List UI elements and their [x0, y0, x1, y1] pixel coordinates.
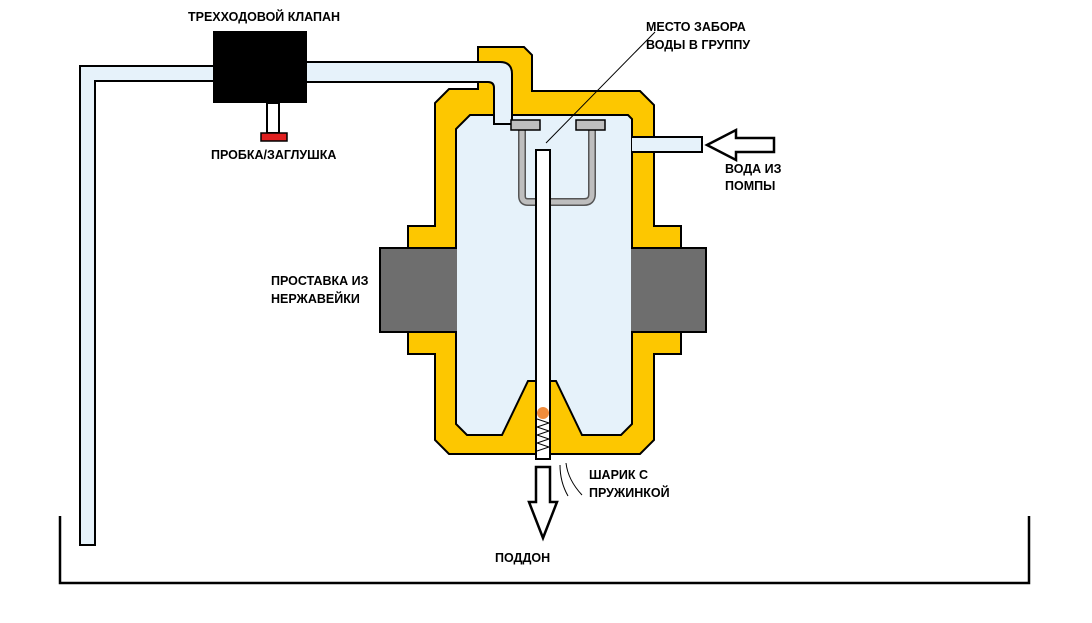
spring — [535, 418, 551, 452]
drip-tray — [58, 516, 1031, 585]
tray-label: ПОДДОН — [495, 551, 551, 565]
pump-inlet-pipe — [632, 136, 703, 153]
three-way-valve-label: ТРЕХХОДОВОЙ КЛАПАН — [188, 10, 341, 24]
ball-spring-label-line1: ШАРИК С — [589, 468, 649, 482]
drain-pipe — [79, 65, 216, 546]
valve-plug — [260, 132, 288, 142]
central-pipe — [535, 149, 551, 460]
drain-arrow — [527, 465, 559, 542]
intake-leader-line — [545, 31, 656, 144]
check-ball — [537, 407, 549, 419]
pump-water-label-line2: ПОМПЫ — [725, 179, 776, 193]
ball-spring-label-line2: ПРУЖИНКОЙ — [589, 486, 670, 500]
intake-u-tube-inner — [519, 129, 595, 205]
three-way-valve-body — [213, 31, 307, 103]
pump-water-arrow — [704, 127, 776, 163]
intake-fitting-right — [575, 119, 606, 131]
ball-spring-leader — [565, 462, 583, 496]
spacer-label-line2: НЕРЖАВЕЙКИ — [271, 292, 360, 306]
water-cavity-lower — [455, 331, 633, 436]
valve-stem — [266, 102, 280, 134]
intake-label-line2: ВОДЫ В ГРУППУ — [646, 38, 751, 52]
intake-fitting-left — [510, 119, 541, 131]
pump-water-label-line1: ВОДА ИЗ — [725, 162, 782, 176]
ball-spring-leader-2 — [559, 464, 569, 497]
spacer-label-line1: ПРОСТАВКА ИЗ — [271, 274, 369, 288]
plug-label: ПРОБКА/ЗАГЛУШКА — [211, 148, 337, 162]
valve-to-boiler-pipe — [304, 61, 513, 125]
intake-label-line1: МЕСТО ЗАБОРА — [646, 20, 746, 34]
